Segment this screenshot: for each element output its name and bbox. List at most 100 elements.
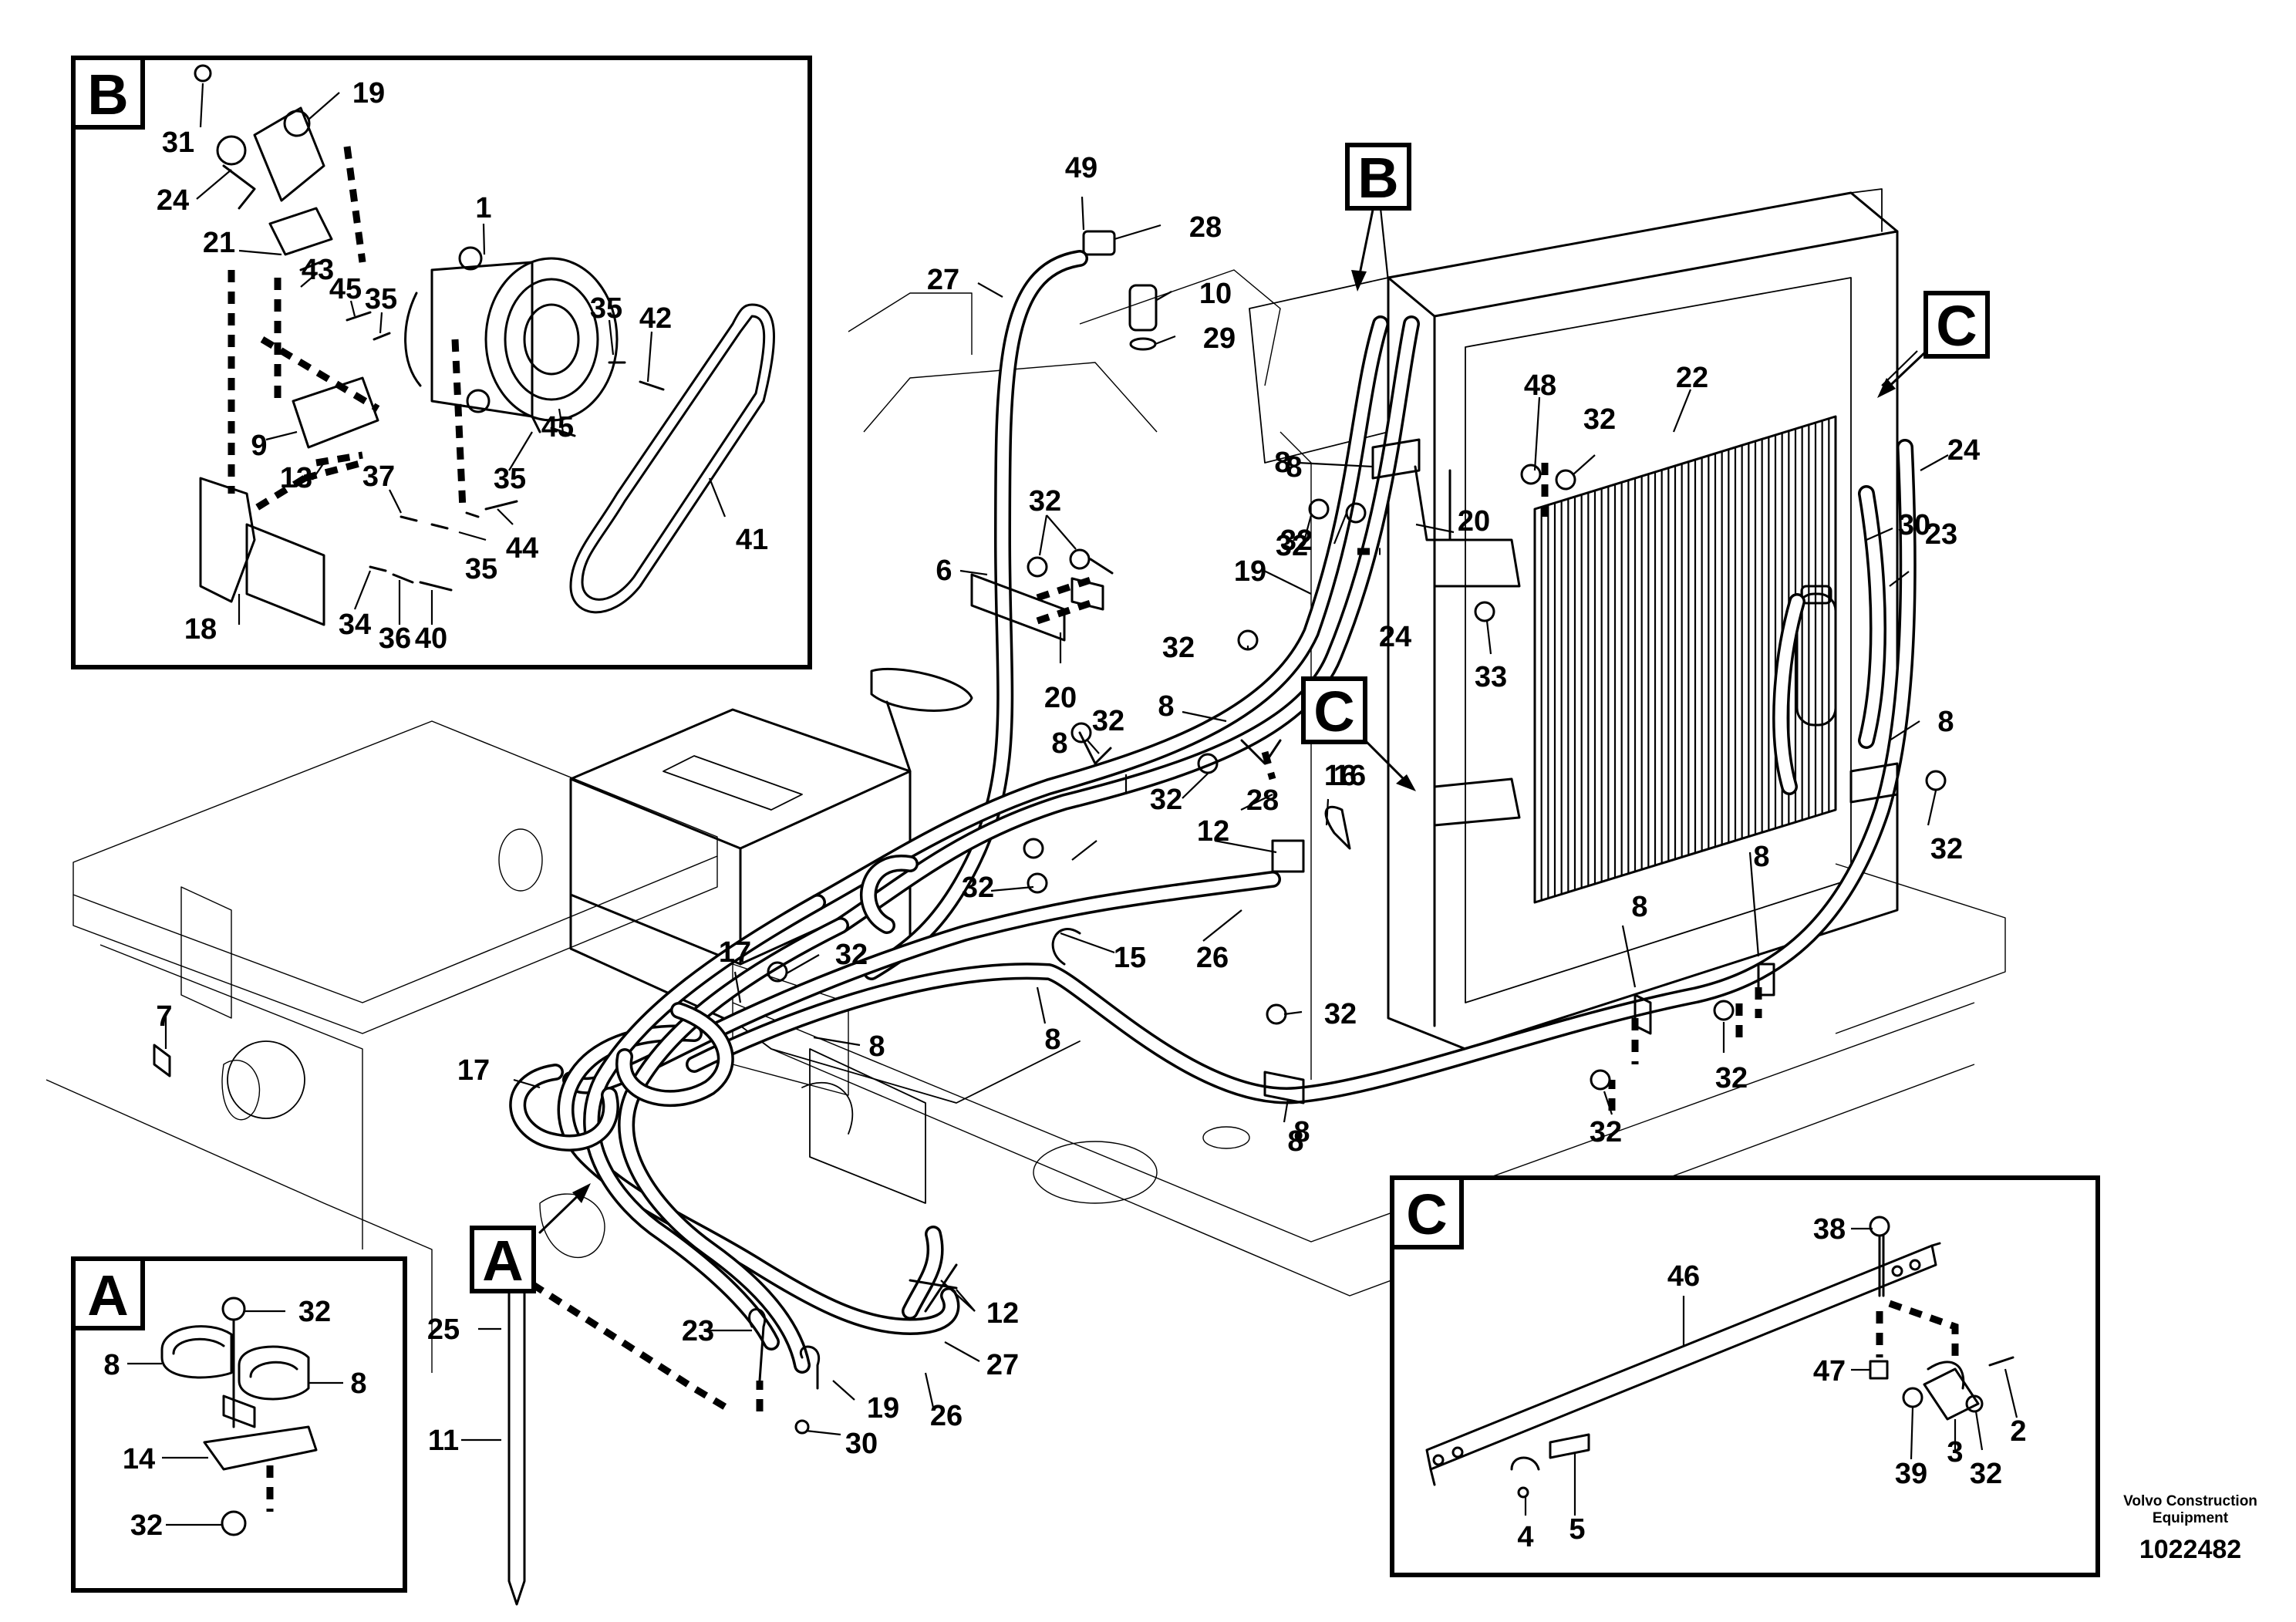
- callout: 24: [1947, 434, 1980, 467]
- callout: 29: [1203, 322, 1236, 355]
- callout: 32: [962, 872, 994, 904]
- callout: 32: [1590, 1116, 1622, 1148]
- callout: 26: [930, 1400, 963, 1432]
- callout: 35: [465, 553, 497, 585]
- detail-b-label: B: [87, 62, 128, 126]
- callout: 32: [1324, 998, 1357, 1030]
- callout: 46: [1667, 1260, 1700, 1293]
- callout: 25: [427, 1313, 460, 1346]
- callout: 33: [1475, 661, 1507, 693]
- callout: 15: [1114, 942, 1146, 974]
- callout: 35: [365, 283, 397, 315]
- callout: 39: [1895, 1458, 1927, 1490]
- callout: 32: [130, 1509, 163, 1542]
- brand-footer-line2: Equipment: [2153, 1510, 2229, 1526]
- callout: 24: [157, 184, 189, 217]
- callout: 23: [682, 1315, 714, 1347]
- view-label-boxes: [470, 143, 1990, 1293]
- callout: 45: [541, 411, 574, 443]
- view-label-c-main-top: C: [1936, 294, 1977, 358]
- callout: 8: [1287, 1125, 1303, 1158]
- callout: 32: [1930, 833, 1963, 865]
- detail-a-leaders: [127, 1310, 343, 1526]
- view-pointers: [538, 208, 1928, 1234]
- view-label-b-main: B: [1357, 146, 1398, 210]
- assembly-dash-lines: [530, 463, 1762, 1415]
- callout: 8: [1937, 706, 1954, 738]
- callout: 35: [590, 292, 622, 325]
- callout: 20: [1044, 682, 1077, 714]
- detail-c-panel: C: [1390, 1175, 2100, 1577]
- callout: 26: [1196, 942, 1229, 974]
- callout: 9: [251, 430, 267, 462]
- callout: 18: [184, 613, 217, 646]
- callout: 32: [1029, 485, 1061, 518]
- callout: 27: [986, 1349, 1019, 1381]
- detail-a-callouts: 32 8 8 14 32: [103, 1296, 366, 1542]
- detail-b-callouts: 31 19 24 1 21 43 45 35 35 42 9 13 37 35 …: [157, 77, 768, 655]
- callout: 44: [506, 532, 538, 565]
- callout: 12: [1197, 815, 1229, 848]
- callout: 16: [1324, 760, 1357, 792]
- callout: 22: [1676, 362, 1708, 394]
- callout: 11: [428, 1425, 459, 1457]
- callout: 19: [867, 1392, 899, 1425]
- callout: 24: [1379, 621, 1411, 653]
- detail-c-callouts: 38 46 47 2 3 32 39 4 5: [1517, 1213, 2026, 1553]
- callout: 43: [302, 254, 334, 286]
- callout: 19: [352, 77, 385, 110]
- callout: 45: [329, 273, 362, 305]
- callout: 34: [339, 609, 371, 641]
- callout: 13: [280, 462, 312, 494]
- callout: 36: [379, 622, 411, 655]
- callout: 8: [350, 1367, 366, 1400]
- callout: 32: [1150, 784, 1182, 816]
- callout: 8: [1158, 690, 1174, 723]
- callout: 6: [936, 555, 952, 587]
- callout: 14: [123, 1443, 155, 1475]
- callout: 40: [415, 622, 447, 655]
- detail-b-dash-lines: [228, 146, 467, 512]
- brand-footer-line1: Volvo Construction: [2123, 1493, 2257, 1509]
- callout: 5: [1569, 1513, 1585, 1546]
- clamp-assembly: [160, 1297, 318, 1536]
- callout: 42: [639, 302, 672, 335]
- callout: 23: [1925, 518, 1957, 551]
- callout: 8: [1286, 451, 1302, 484]
- drive-belt: [569, 303, 775, 614]
- callout: 32: [1276, 530, 1308, 562]
- condenser-core: [1533, 415, 1837, 904]
- clamp-3: [1888, 1300, 2014, 1421]
- bolt-38: [1869, 1216, 1890, 1297]
- callout: 41: [736, 524, 768, 556]
- callout: 21: [203, 227, 235, 259]
- callout: 32: [1583, 403, 1616, 436]
- callout: 17: [719, 936, 751, 969]
- detail-b-leaders: [196, 83, 727, 625]
- main-leaders: [164, 196, 1949, 1442]
- callout: 35: [494, 463, 526, 495]
- ac-hoses: [509, 250, 1917, 1374]
- callout: 32: [1162, 632, 1195, 664]
- callout: 4: [1517, 1521, 1533, 1553]
- engine-block: [569, 667, 1081, 1204]
- callout: 32: [298, 1296, 331, 1328]
- callout: 30: [845, 1428, 878, 1460]
- callout: 47: [1813, 1355, 1846, 1388]
- callout: 28: [1246, 784, 1279, 817]
- callout: 49: [1065, 152, 1097, 184]
- radiator-housing: [1249, 188, 1899, 1050]
- callout: 10: [1199, 278, 1232, 310]
- detail-b-panel: B: [71, 56, 812, 669]
- detail-c-leaders: [1524, 1227, 2018, 1516]
- callout: 12: [986, 1297, 1019, 1330]
- callout: 17: [457, 1054, 490, 1087]
- view-label-c-main-mid: C: [1313, 679, 1354, 744]
- nut-47: [1869, 1311, 1889, 1380]
- callout: 3: [1947, 1436, 1963, 1469]
- callout: 8: [1293, 1116, 1310, 1148]
- detail-c-label: C: [1406, 1182, 1447, 1246]
- view-label-a-main: A: [482, 1229, 523, 1293]
- view-label-box-text: B C C A: [482, 146, 1977, 1293]
- callout: 27: [927, 264, 959, 296]
